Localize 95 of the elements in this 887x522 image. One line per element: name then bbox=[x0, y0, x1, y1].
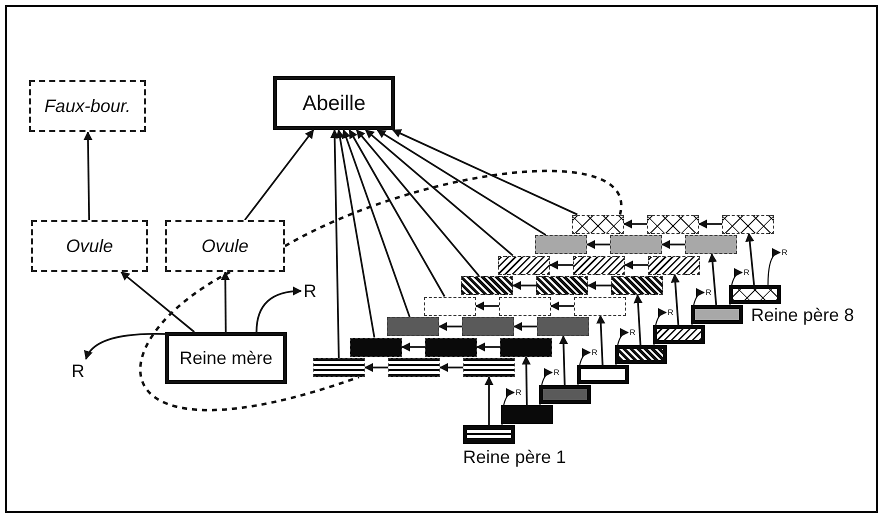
arrow bbox=[484, 376, 494, 425]
arrow bbox=[549, 260, 573, 270]
drone-box bbox=[572, 214, 624, 234]
drone-box bbox=[313, 358, 365, 377]
arrow bbox=[513, 322, 537, 331]
arrow bbox=[596, 314, 606, 366]
queen-caption: Reine père 1 bbox=[463, 447, 566, 469]
arrow bbox=[84, 131, 92, 220]
dashed-connector bbox=[284, 170, 622, 248]
father-queen-box bbox=[691, 305, 743, 324]
drone-box bbox=[350, 338, 402, 356]
drone-box bbox=[610, 235, 662, 254]
arrow bbox=[587, 281, 611, 290]
father-queen-box bbox=[653, 325, 705, 344]
drone-box bbox=[648, 256, 700, 274]
drone-box bbox=[536, 276, 588, 295]
arrow bbox=[522, 356, 531, 406]
r-label: R bbox=[781, 247, 788, 258]
arrow bbox=[348, 129, 446, 297]
drone-box bbox=[535, 235, 587, 254]
arrow bbox=[401, 342, 425, 352]
drone-box bbox=[647, 214, 699, 234]
arrow bbox=[220, 271, 230, 332]
r-label: R bbox=[515, 387, 522, 398]
arrow bbox=[439, 363, 463, 372]
father-queen-box bbox=[501, 405, 553, 424]
node-label: Ovule bbox=[66, 237, 114, 255]
arrow bbox=[512, 281, 536, 290]
drone-box bbox=[574, 296, 626, 316]
ovule-box bbox=[31, 220, 148, 272]
arrow bbox=[342, 129, 410, 318]
r-label: R bbox=[302, 280, 318, 302]
r-label: R bbox=[629, 327, 636, 338]
drone-box bbox=[463, 358, 515, 377]
arrow bbox=[698, 220, 722, 228]
drone-box bbox=[498, 256, 550, 274]
arrow bbox=[586, 240, 610, 249]
arrow bbox=[330, 129, 340, 358]
drone-box bbox=[425, 338, 477, 356]
drone-box bbox=[537, 317, 589, 336]
drone-box bbox=[611, 276, 663, 295]
node-label: Ovule bbox=[201, 237, 249, 255]
node-label: Faux-bour. bbox=[44, 97, 131, 115]
arrow bbox=[356, 129, 480, 277]
arrow bbox=[708, 253, 718, 306]
drone-box bbox=[499, 296, 551, 316]
drone-box bbox=[387, 317, 439, 336]
arrow bbox=[244, 129, 314, 221]
drone-box bbox=[388, 358, 440, 377]
arrow bbox=[364, 129, 514, 256]
drone-box bbox=[462, 317, 514, 336]
r-label: R bbox=[70, 360, 86, 382]
father-queen-box bbox=[463, 425, 515, 444]
father-queen-box bbox=[539, 385, 591, 404]
arrow bbox=[624, 260, 648, 270]
node-label: Abeille bbox=[302, 92, 366, 114]
queen-caption: Reine père 8 bbox=[751, 305, 854, 327]
arrow bbox=[475, 302, 499, 310]
r-label: R bbox=[705, 287, 712, 298]
drone-box bbox=[573, 256, 625, 274]
r-label: R bbox=[591, 347, 598, 358]
father-queen-box bbox=[615, 345, 667, 364]
father-queen-box bbox=[577, 365, 629, 384]
arrow bbox=[745, 232, 755, 286]
drone-box bbox=[685, 235, 737, 254]
arrow bbox=[336, 129, 376, 338]
drone-box bbox=[500, 338, 552, 356]
drone-box bbox=[461, 276, 513, 295]
arrow bbox=[767, 248, 781, 286]
r-label: R bbox=[743, 267, 750, 278]
arrow bbox=[84, 332, 165, 360]
arrow bbox=[392, 129, 578, 216]
drone-box bbox=[424, 296, 476, 316]
arrow bbox=[256, 286, 302, 332]
drone-box bbox=[722, 214, 774, 234]
arrow bbox=[634, 294, 642, 346]
father-queen-box bbox=[729, 285, 781, 304]
arrow bbox=[623, 220, 647, 228]
r-label: R bbox=[667, 307, 674, 318]
arrow bbox=[476, 342, 500, 352]
arrow bbox=[559, 335, 568, 386]
arrow bbox=[438, 322, 462, 331]
false-drone-box bbox=[29, 80, 146, 132]
mother-queen-box bbox=[165, 332, 287, 384]
arrow bbox=[364, 363, 388, 372]
arrow bbox=[670, 274, 680, 326]
dashed-connector bbox=[139, 270, 360, 412]
ovule-box bbox=[165, 220, 285, 272]
bee-box bbox=[273, 76, 395, 130]
arrow bbox=[550, 302, 574, 310]
r-label: R bbox=[553, 367, 560, 378]
arrow bbox=[661, 240, 685, 249]
arrow bbox=[376, 129, 546, 236]
arrow bbox=[120, 271, 195, 333]
node-label: Reine mère bbox=[179, 349, 273, 367]
